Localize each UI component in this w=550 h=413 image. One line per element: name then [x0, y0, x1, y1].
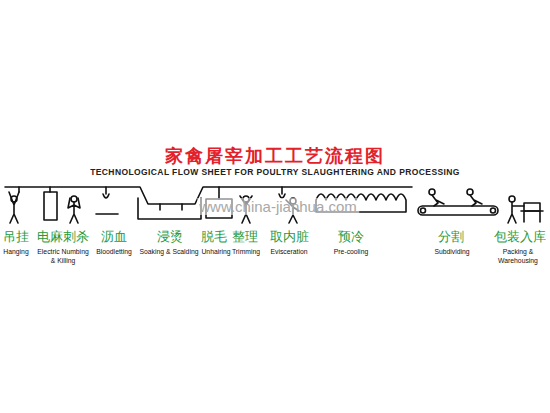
worker-figure [429, 189, 444, 206]
step-name: 预冷 [338, 230, 364, 245]
step-name-english: Electric Numbing & Killing [35, 247, 91, 265]
step-name: 脱毛 [201, 230, 227, 245]
step-name-english: Soaking & Scalding [140, 247, 199, 256]
worker-figure [467, 189, 482, 206]
step-name: 吊挂 [3, 230, 29, 245]
shackle [160, 204, 182, 210]
diagram-subtitle: TECHNOLOGICAL FLOW SHEET FOR POULTRY SLA… [90, 168, 460, 178]
packing-box [524, 203, 540, 211]
step-name: 整理 [232, 230, 258, 245]
shackle [49, 187, 51, 192]
bleeding-trough [96, 213, 118, 215]
step-name: 浸烫 [157, 230, 183, 245]
step-name: 电麻刺杀 [37, 230, 89, 245]
step-name-english: Hanging [3, 247, 28, 256]
step-name-english: Pre-cooling [334, 247, 368, 256]
step-name-english: Packing & Warehousing [490, 247, 546, 265]
step-name: 取内脏 [270, 230, 309, 245]
stunning-frame [44, 192, 57, 220]
cutting-conveyor [418, 206, 498, 215]
watermark: www.china-jianhua.com [197, 198, 359, 215]
step-name-english: Bloodletting [96, 247, 132, 256]
diagram-title: 家禽屠宰加工工艺流程图 [165, 146, 385, 167]
step-name: 分割 [438, 230, 464, 245]
shackle-hook [103, 187, 109, 198]
worker-figure [9, 187, 19, 223]
step-name: 沥血 [101, 230, 127, 245]
scalding-tank [138, 198, 201, 219]
step-name-english: Trimming [232, 247, 260, 256]
worker-figure [508, 196, 524, 223]
step-name: 包装入库 [494, 230, 546, 245]
packing-table [521, 211, 543, 222]
step-name-english: Subdividing [434, 247, 469, 256]
shackle-hook [279, 187, 285, 198]
step-name-english: Unhairing [201, 247, 230, 256]
step-name-english: Evisceration [270, 247, 307, 256]
worker-figure [68, 196, 80, 223]
